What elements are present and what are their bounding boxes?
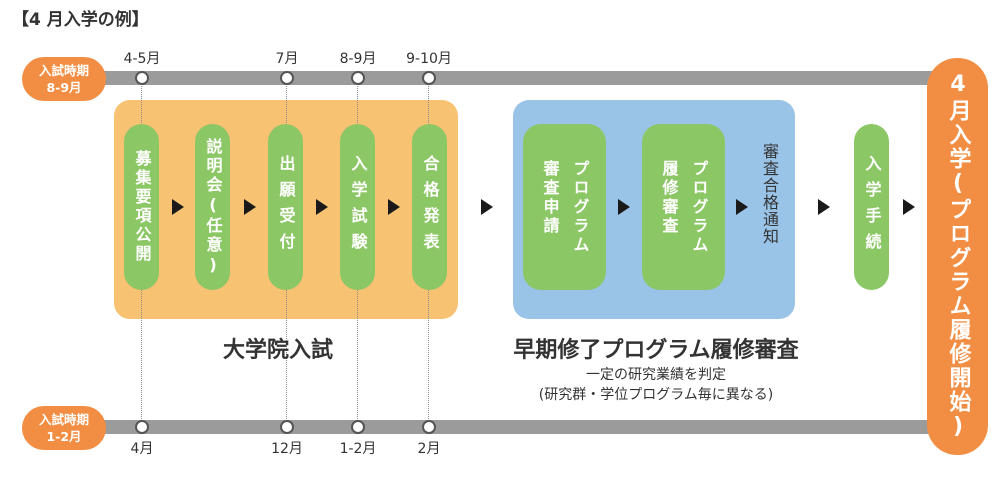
flow-arrow (481, 199, 493, 215)
top-period-label-line2: 8-9月 (46, 80, 82, 95)
step-program-review-application-label: プログラム 審査申請 (535, 160, 595, 255)
flow-arrow (388, 199, 400, 215)
step-program-enrollment-review-label: プログラム 履修審査 (654, 160, 714, 255)
flow-arrow (316, 199, 328, 215)
diagram-title: 【4 月入学の例】 (12, 10, 149, 30)
step-result-announcement-label: 合格発表 (420, 155, 440, 259)
step-application-label: 出願受付 (276, 155, 296, 259)
step-program-review-application-col1: プログラム (570, 159, 590, 255)
top-timeline-marker (135, 71, 149, 85)
top-date: 9-10月 (406, 51, 452, 67)
top-timeline-marker (422, 71, 436, 85)
flow-arrow (244, 199, 256, 215)
top-period-label: 入試時期 8-9月 (22, 57, 106, 101)
step-enrollment-procedure: 入学手続 (854, 124, 889, 290)
early-review-note-line1: 一定の研究業績を判定 (586, 367, 726, 383)
step-enrollment-procedure-label: 入学手続 (862, 155, 882, 259)
step-entrance-exam: 入学試験 (340, 124, 375, 290)
bottom-timeline-track (40, 420, 960, 434)
top-timeline-marker (351, 71, 365, 85)
top-date: 4-5月 (123, 51, 161, 67)
step-program-review-application-col2: 審査申請 (540, 159, 560, 236)
flow-arrow (903, 199, 915, 215)
graduate-exam-label: 大学院入試 (222, 338, 334, 363)
bottom-date: 12月 (271, 441, 303, 457)
bottom-period-label: 入試時期 1-2月 (22, 406, 106, 450)
top-date: 8-9月 (339, 51, 377, 67)
step-review-pass-notice: 審査合格通知 (758, 143, 784, 283)
early-review-note-line2: (研究群・学位プログラム毎に異なる) (538, 387, 774, 403)
step-program-enrollment-review: プログラム 履修審査 (642, 124, 725, 290)
bottom-date: 1-2月 (339, 441, 377, 457)
step-result-announcement: 合格発表 (412, 124, 447, 290)
step-program-enrollment-review-col2: 履修審査 (659, 159, 679, 236)
early-review-label: 早期修了プログラム履修審査 (513, 338, 799, 363)
bottom-date: 2月 (417, 441, 441, 457)
step-entrance-exam-label: 入学試験 (348, 155, 368, 259)
bottom-date: 4月 (130, 441, 154, 457)
bottom-period-label-line1: 入試時期 (38, 412, 89, 427)
bottom-timeline-marker (422, 420, 436, 434)
step-recruitment-guidelines-label: 募集要項公開 (132, 150, 152, 264)
flow-arrow (172, 199, 184, 215)
bottom-timeline-marker (351, 420, 365, 434)
bottom-period-label-line2: 1-2月 (46, 429, 82, 444)
bottom-timeline-marker (280, 420, 294, 434)
step-recruitment-guidelines: 募集要項公開 (124, 124, 159, 290)
top-timeline-marker (280, 71, 294, 85)
step-info-session-label: 説明会(任意) (203, 137, 223, 277)
flow-arrow (736, 199, 748, 215)
bottom-timeline-marker (135, 420, 149, 434)
top-date: 7月 (275, 51, 299, 67)
step-program-review-application: プログラム 審査申請 (523, 124, 606, 290)
top-period-label-line1: 入試時期 (38, 63, 89, 78)
april-enrollment-program-start: 4月入学(プログラム履修開始) (927, 58, 988, 455)
step-program-enrollment-review-col1: プログラム (689, 159, 709, 255)
top-timeline-track (40, 71, 960, 85)
step-application: 出願受付 (268, 124, 303, 290)
step-review-pass-notice-label: 審査合格通知 (760, 143, 779, 245)
april-enrollment-program-start-label: 4月入学(プログラム履修開始) (945, 72, 971, 441)
flow-arrow (618, 199, 630, 215)
flow-arrow (818, 199, 830, 215)
step-info-session: 説明会(任意) (195, 124, 230, 290)
